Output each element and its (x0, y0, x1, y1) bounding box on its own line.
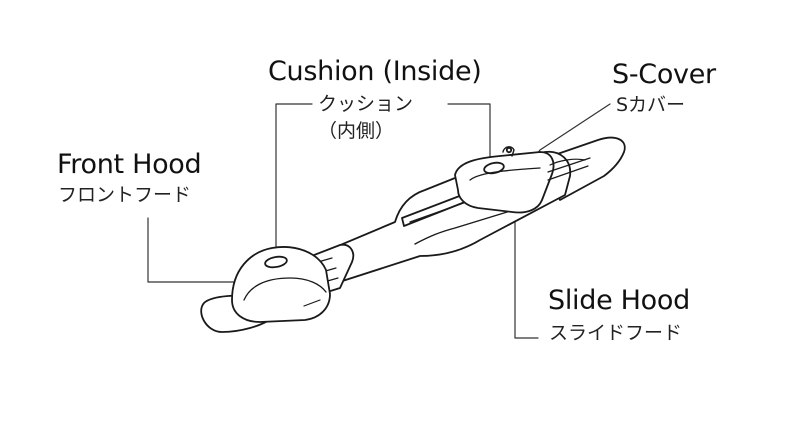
leader-cushion-right (447, 103, 491, 169)
cushion-label: Cushion (Inside) (268, 56, 482, 87)
leader-front-hood (147, 217, 239, 283)
leader-slide-hood (514, 211, 539, 339)
leader-cushion-left (275, 103, 313, 259)
s-cover-label: S-Cover (612, 59, 716, 90)
slide-hood-label-ja: スライドフード (549, 322, 683, 344)
front-hood-label: Front Hood (57, 149, 202, 180)
cushion-label-ja: クッション (318, 93, 414, 115)
cushion-label-ja-inside: （内側） (318, 120, 395, 142)
slide-hood-label: Slide Hood (548, 285, 690, 316)
slide-hood-shape (454, 151, 555, 214)
front-hood-label-ja: フロントフード (58, 184, 192, 206)
cushion-window-rear (483, 161, 505, 175)
cushion-window-front (264, 255, 288, 269)
front-hood-shape (231, 246, 331, 323)
s-cover-label-ja: Sカバー (616, 94, 686, 116)
